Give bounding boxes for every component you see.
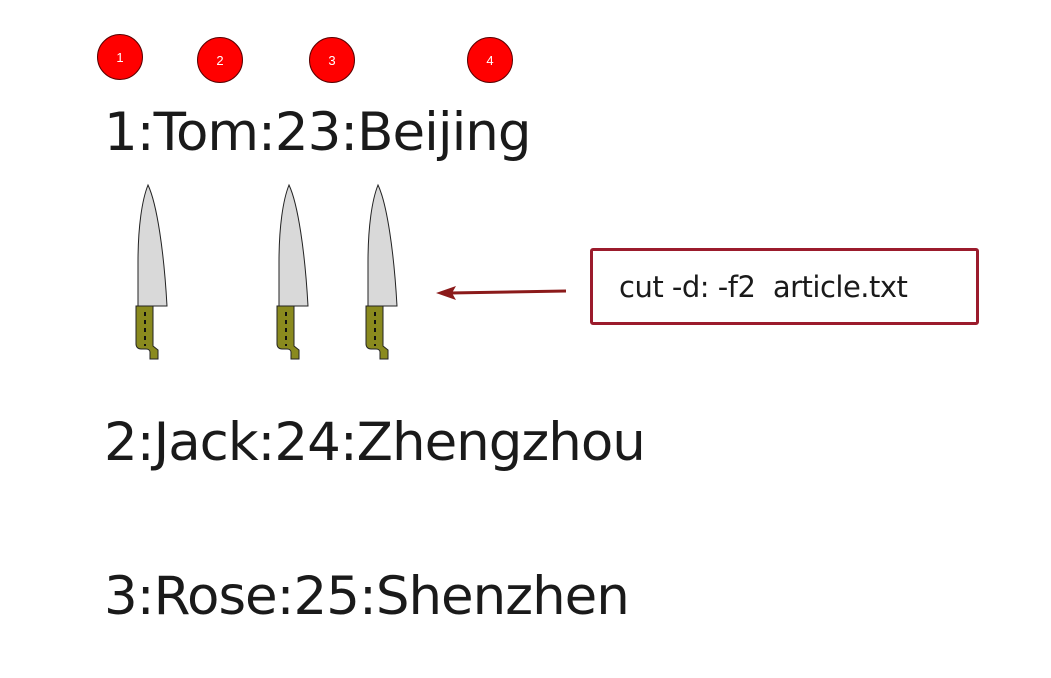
- field-marker-1: 1: [97, 34, 143, 80]
- knife-icon: [365, 183, 398, 360]
- knife-icon: [135, 183, 168, 360]
- command-text: cut -d: -f2 article.txt: [619, 269, 908, 304]
- record-line-1: 1:Tom:23:Beijing: [104, 102, 532, 163]
- command-box: cut -d: -f2 article.txt: [590, 248, 979, 325]
- field-marker-4: 4: [467, 37, 513, 83]
- field-marker-2: 2: [197, 37, 243, 83]
- record-line-2: 2:Jack:24:Zhengzhou: [104, 412, 646, 473]
- arrow-left-icon: [436, 286, 567, 300]
- record-line-3: 3:Rose:25:Shenzhen: [104, 566, 630, 627]
- knife-icon: [276, 183, 309, 360]
- field-marker-3: 3: [309, 37, 355, 83]
